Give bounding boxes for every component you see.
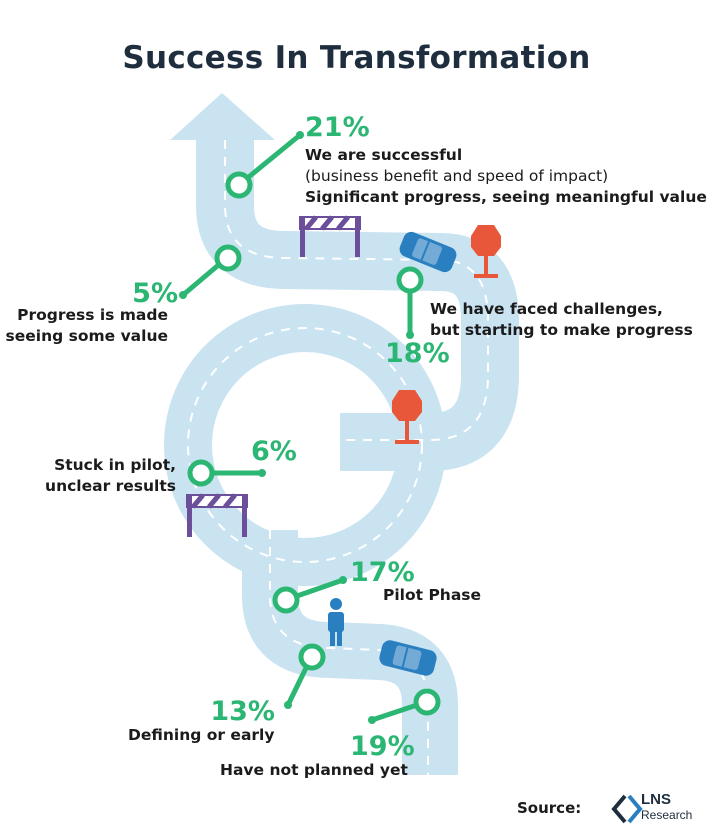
source-brand-sub: Research [641, 808, 693, 822]
callout-connectors [180, 132, 441, 723]
stat-challenges-percent: 18% [385, 338, 450, 369]
car-bottom-icon [379, 640, 437, 676]
source-brand: LNS [641, 791, 671, 808]
stat-progress-value-label: Progress is made seeing some value [5, 306, 168, 345]
road-lane-markings [187, 140, 489, 775]
barrier-top [299, 215, 361, 257]
stat-pilot-phase-percent: 17% [350, 557, 415, 588]
car-top-icon [399, 231, 457, 273]
stat-progress-value-percent: 5% [132, 278, 178, 309]
stat-stuck-pilot-label: Stuck in pilot, unclear results [45, 456, 176, 495]
page-title: Success In Transformation [122, 40, 591, 76]
stop-sign-middle [392, 390, 422, 444]
stat-pilot-phase-label: Pilot Phase [383, 586, 482, 604]
stat-successful-percent: 21% [305, 112, 370, 143]
stat-not-planned-label: Have not planned yet [220, 761, 408, 779]
stat-stuck-pilot-percent: 6% [251, 436, 297, 467]
stat-defining-label: Defining or early [128, 726, 275, 744]
lns-logo-icon [611, 794, 643, 824]
callout-end-dots [179, 131, 414, 724]
stat-defining-percent: 13% [210, 696, 275, 727]
source-label: Source: [517, 799, 582, 817]
barrier-left [186, 493, 248, 537]
person-icon [328, 598, 344, 646]
road [164, 138, 519, 775]
stat-successful-label: We are successful (business benefit and … [305, 146, 707, 206]
stop-sign-top [471, 225, 501, 278]
stat-challenges-label: We have faced challenges, but starting t… [430, 300, 693, 339]
stat-not-planned-percent: 19% [350, 731, 415, 762]
road-arrow-head [170, 93, 275, 140]
